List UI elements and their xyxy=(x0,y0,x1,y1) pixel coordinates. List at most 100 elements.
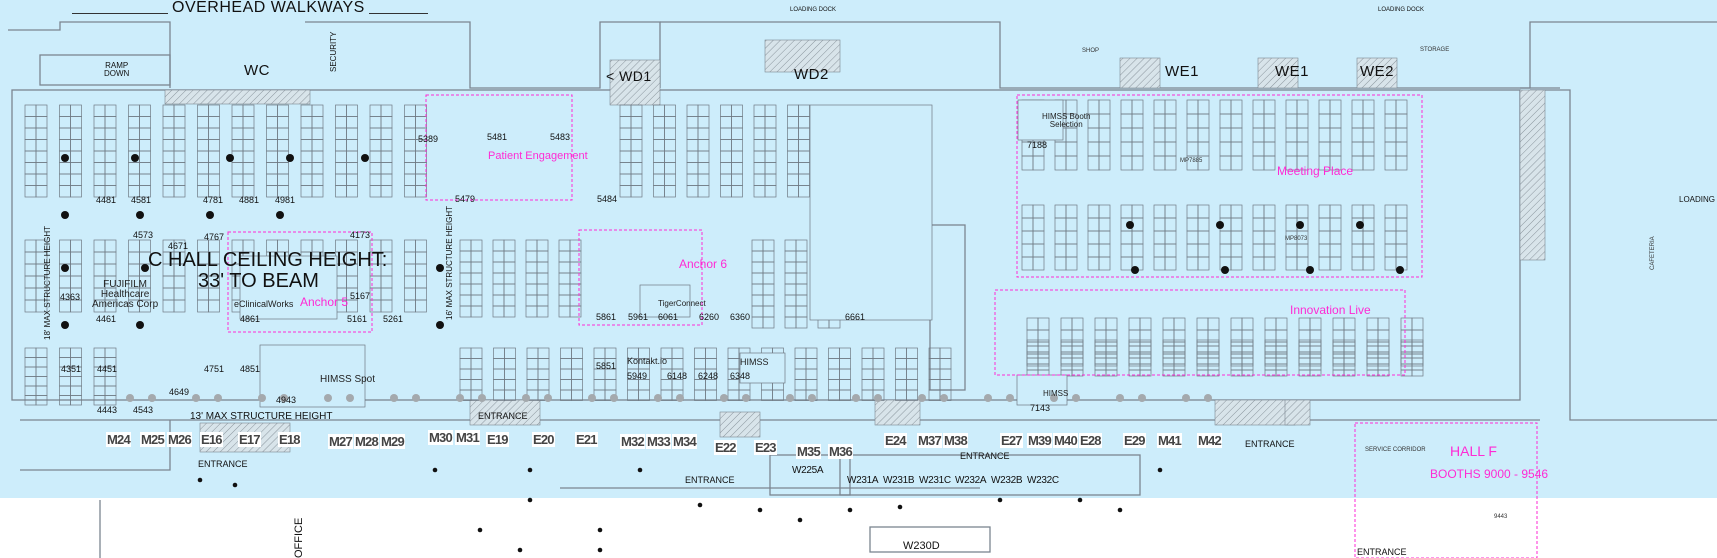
pavilion-anchor-5[interactable]: Anchor 5 xyxy=(300,295,349,309)
booth-number[interactable]: 5479 xyxy=(455,194,476,204)
booth-number[interactable]: 4543 xyxy=(133,405,154,415)
booth-number[interactable]: 5481 xyxy=(487,132,508,142)
door-e22[interactable]: E22 xyxy=(714,440,737,455)
pavilion-anchor-6[interactable]: Anchor 6 xyxy=(679,257,728,271)
door-m38[interactable]: M38 xyxy=(943,433,968,448)
door-e19[interactable]: E19 xyxy=(486,432,509,447)
booth-number[interactable]: 4671 xyxy=(168,241,189,251)
door-e27[interactable]: E27 xyxy=(1000,433,1023,448)
booth-number[interactable]: 5261 xyxy=(383,314,404,324)
booth-number[interactable]: 4481 xyxy=(96,195,117,205)
booth-number[interactable]: 4581 xyxy=(131,195,152,205)
door-m39[interactable]: M39 xyxy=(1027,433,1052,448)
booth-number[interactable]: 4781 xyxy=(203,195,224,205)
booth-number[interactable]: 6260 xyxy=(699,312,720,322)
booth-number[interactable]: 5389 xyxy=(418,134,439,144)
booth-number[interactable]: 4767 xyxy=(204,232,225,242)
booth-number[interactable]: 7188 xyxy=(1027,140,1048,150)
door-e21[interactable]: E21 xyxy=(575,432,598,447)
booth-himss[interactable]: HIMSS xyxy=(740,357,769,367)
booth-kontaktio[interactable]: Kontakt.io xyxy=(627,356,668,366)
booth-number[interactable]: 4851 xyxy=(240,364,261,374)
door-e16[interactable]: E16 xyxy=(200,432,223,447)
booth-number[interactable]: 9443 xyxy=(1494,514,1508,520)
booth-number[interactable]: MP8073 xyxy=(1285,236,1308,242)
door-m27[interactable]: M27 xyxy=(328,434,353,449)
entrance-label[interactable]: ENTRANCE xyxy=(198,459,248,469)
booth-tigerconnect[interactable]: TigerConnect xyxy=(658,299,706,308)
door-m26[interactable]: M26 xyxy=(167,432,192,447)
innovation-booth xyxy=(1275,369,1288,377)
door-m40[interactable]: M40 xyxy=(1053,433,1078,448)
door-m25[interactable]: M25 xyxy=(140,432,165,447)
door-m41[interactable]: M41 xyxy=(1157,433,1182,448)
booth-number[interactable]: 4881 xyxy=(239,195,260,205)
door-m28[interactable]: M28 xyxy=(354,434,379,449)
booth-number[interactable]: 5961 xyxy=(628,312,649,322)
booth-eclinicalworks[interactable]: eClinicalWorks xyxy=(234,299,294,309)
pavilion-patient-engagement[interactable]: Patient Engagement xyxy=(488,150,588,162)
booth-number[interactable]: 4173 xyxy=(350,230,371,240)
booth-number[interactable]: 5167 xyxy=(350,291,371,301)
door-m42[interactable]: M42 xyxy=(1197,433,1222,448)
entrance-label[interactable]: ENTRANCE xyxy=(1245,439,1295,449)
booth-number[interactable]: 5861 xyxy=(596,312,617,322)
door-m31[interactable]: M31 xyxy=(455,430,480,445)
booth-number[interactable]: MP7885 xyxy=(1180,158,1203,164)
booth-number[interactable]: 5851 xyxy=(596,361,617,371)
door-m36[interactable]: M36 xyxy=(828,444,853,459)
booth-number[interactable]: 6348 xyxy=(730,371,751,381)
booth-number[interactable]: 4649 xyxy=(169,387,190,397)
booth-number[interactable]: 5484 xyxy=(597,194,618,204)
booth-number[interactable]: 6061 xyxy=(658,312,679,322)
booth-number[interactable]: 4573 xyxy=(133,230,154,240)
entrance-label[interactable]: ENTRANCE xyxy=(960,451,1010,461)
booth-himss-spot[interactable]: HIMSS Spot xyxy=(320,374,376,385)
booth-number[interactable]: 4943 xyxy=(276,395,297,405)
booth-number[interactable]: 4751 xyxy=(204,364,225,374)
door-e20[interactable]: E20 xyxy=(532,432,555,447)
booth-number[interactable]: 6248 xyxy=(698,371,719,381)
booth-number[interactable]: 5949 xyxy=(627,371,648,381)
entrance-label[interactable]: ENTRANCE xyxy=(478,411,528,421)
pavilion-meeting-place[interactable]: Meeting Place xyxy=(1277,164,1354,178)
booth-number[interactable]: 4861 xyxy=(240,314,261,324)
door-e29[interactable]: E29 xyxy=(1123,433,1146,448)
booth-number[interactable]: 7143 xyxy=(1030,403,1051,413)
door-e17[interactable]: E17 xyxy=(238,432,261,447)
entrance-label[interactable]: ENTRANCE xyxy=(1357,547,1407,557)
booth-number[interactable]: 4461 xyxy=(96,314,117,324)
booth-number[interactable]: 5483 xyxy=(550,132,571,142)
hall-f-label[interactable]: HALL F xyxy=(1450,443,1497,459)
booth-number[interactable]: 6661 xyxy=(845,312,866,322)
booth-number[interactable]: 4363 xyxy=(60,292,81,302)
booth-number[interactable]: 6360 xyxy=(730,312,751,322)
door-m35[interactable]: M35 xyxy=(796,444,821,459)
booth-number[interactable]: 4351 xyxy=(61,364,82,374)
booth-number[interactable]: 4981 xyxy=(275,195,296,205)
booth-number[interactable]: 4443 xyxy=(97,405,118,415)
door-m37[interactable]: M37 xyxy=(917,433,942,448)
booth-number[interactable]: 4451 xyxy=(97,364,118,374)
door-m30[interactable]: M30 xyxy=(428,430,453,445)
door-e24[interactable]: E24 xyxy=(884,433,907,448)
door-m32[interactable]: M32 xyxy=(620,434,645,449)
door-m34[interactable]: M34 xyxy=(672,434,697,449)
door-e28[interactable]: E28 xyxy=(1079,433,1102,448)
booth-himss[interactable]: HIMSS xyxy=(1043,389,1069,398)
pavilion-innovation-live[interactable]: Innovation Live xyxy=(1290,303,1371,317)
booth-number[interactable]: 5161 xyxy=(347,314,368,324)
entrance-label[interactable]: ENTRANCE xyxy=(685,475,735,485)
booth xyxy=(705,389,717,401)
booth xyxy=(231,173,244,186)
door-m29[interactable]: M29 xyxy=(380,434,405,449)
booth-himss-booth-selection[interactable]: HIMSS Booth Selection xyxy=(1042,112,1091,129)
door-m24[interactable]: M24 xyxy=(106,432,131,447)
booth-fujifilm[interactable]: FUJIFILM Healthcare Americas Corp xyxy=(92,279,159,310)
door-e18[interactable]: E18 xyxy=(278,432,301,447)
booth-number[interactable]: 6148 xyxy=(667,371,688,381)
door-m33[interactable]: M33 xyxy=(646,434,671,449)
hall-f-booths-label[interactable]: BOOTHS 9000 - 9546 xyxy=(1430,467,1549,481)
door-e23[interactable]: E23 xyxy=(754,440,777,455)
